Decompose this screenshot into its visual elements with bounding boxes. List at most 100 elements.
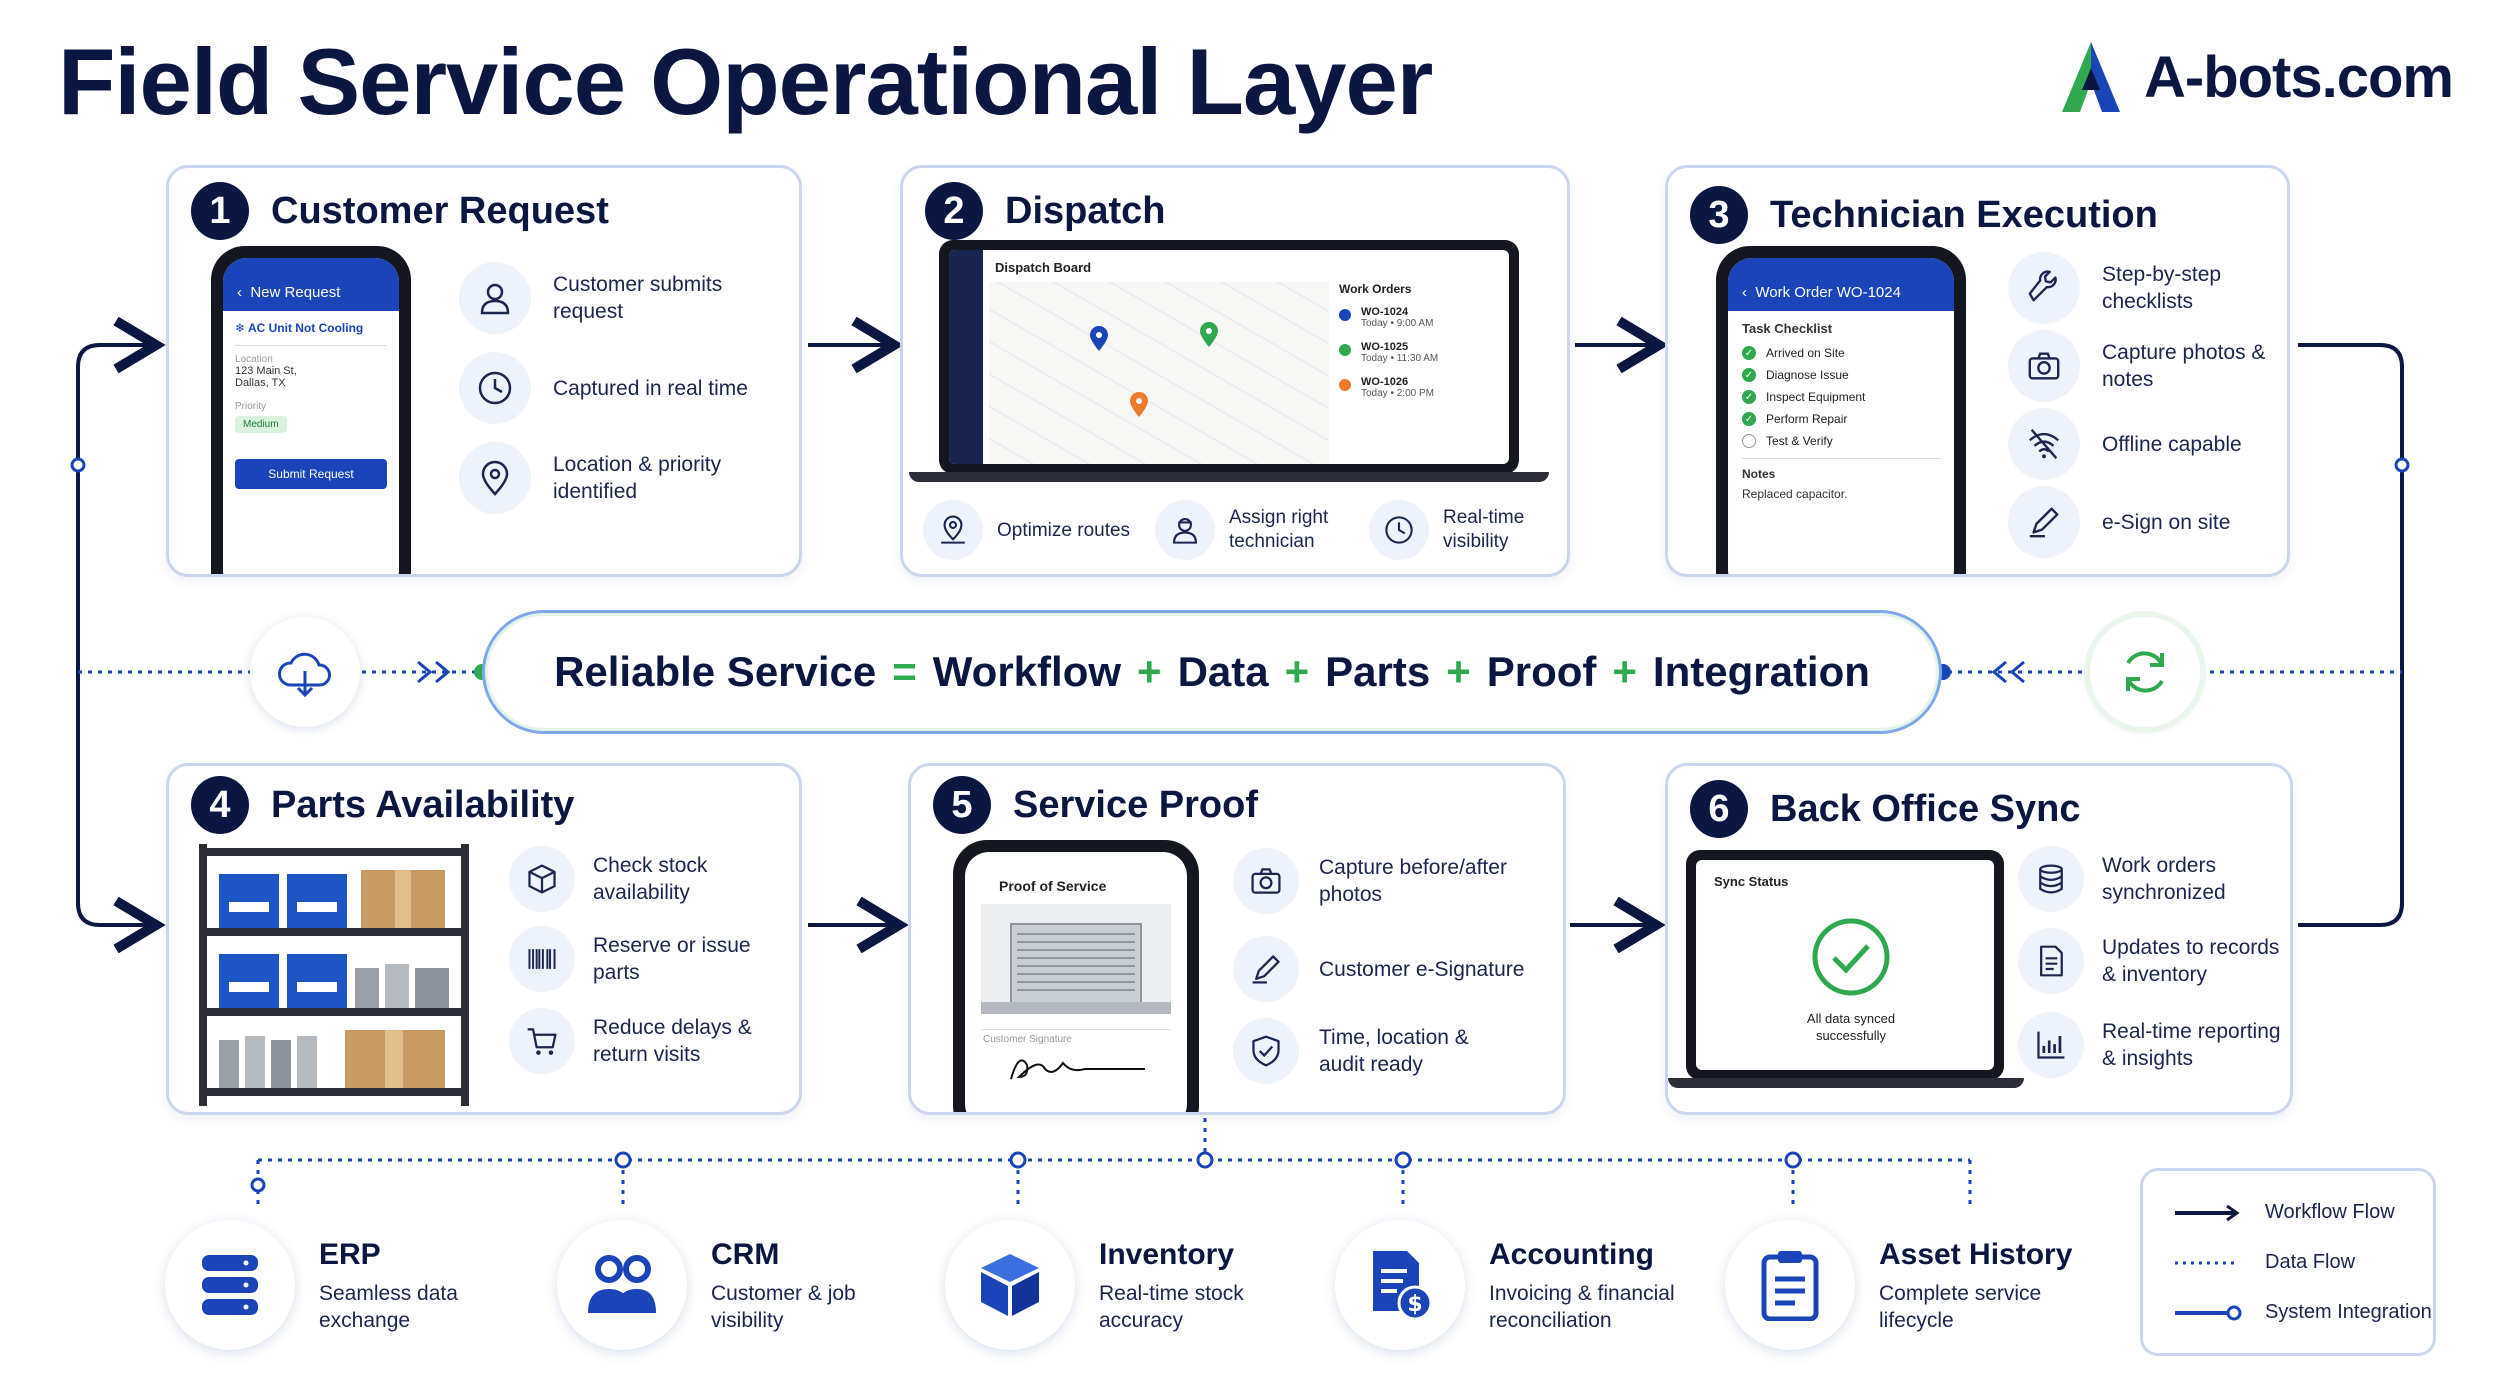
- phone-screen: Proof of Service Customer Signature: [965, 852, 1187, 1115]
- priority-badge: Medium: [235, 416, 287, 433]
- laptop-mockup: Dispatch Board Work Orders WO-1024Today …: [939, 240, 1519, 474]
- checklist-label: Diagnose Issue: [1766, 368, 1849, 382]
- parts-shelf-illustration: [195, 844, 473, 1106]
- clipboard-icon: [1725, 1220, 1855, 1350]
- feature-row: Reduce delays & return visits: [509, 1008, 773, 1074]
- feature-text: Optimize routes: [997, 517, 1137, 544]
- card-header: 3 Technician Execution: [1690, 186, 2158, 244]
- offline-wifi-icon: [2008, 408, 2080, 480]
- card-dispatch: 2 Dispatch Dispatch Board Work Orders WO…: [900, 165, 1570, 577]
- right-loop: [2298, 345, 2402, 925]
- phone-screen: ‹ Work Order WO-1024 Task Checklist ✓Arr…: [1728, 258, 1954, 577]
- feature-row: Work orders synchronized: [2018, 846, 2292, 912]
- system-desc: Complete service lifecycle: [1879, 1280, 2079, 1334]
- checklist-item[interactable]: ✓Arrived on Site: [1742, 346, 1940, 360]
- checklist-item[interactable]: Test & Verify: [1742, 434, 1940, 448]
- feature-row: Step-by-step checklists: [2008, 252, 2282, 324]
- phone-screen: ‹ New Request ❄ AC Unit Not Cooling Loca…: [223, 258, 399, 577]
- check-circle-icon: ✓: [1742, 390, 1756, 404]
- step-number: 1: [191, 182, 249, 240]
- submit-request-button[interactable]: Submit Request: [235, 459, 387, 489]
- banner-term: Reliable Service: [554, 648, 876, 696]
- wrench-icon: [2008, 252, 2080, 324]
- feature-row: Offline capable: [2008, 408, 2282, 480]
- laptop-base: [909, 472, 1549, 482]
- phone-header: ‹ Work Order WO-1024: [1728, 258, 1954, 311]
- banner-term: Data: [1178, 648, 1269, 696]
- feature-text: Capture before/after photos: [1319, 854, 1539, 908]
- box-icon: [509, 846, 575, 912]
- map-pin-icon: [1199, 322, 1219, 348]
- technician-icon: [1155, 500, 1215, 560]
- order-list: WO-1024Today • 9:00 AM WO-1025Today • 11:…: [1339, 306, 1509, 399]
- card-technician-execution: 3 Technician Execution ‹ Work Order WO-1…: [1665, 165, 2290, 577]
- laptop-mockup: Sync Status All data synced successfully: [1686, 850, 2004, 1080]
- line-circle-icon: [2173, 1303, 2243, 1323]
- legend-label: Workflow Flow: [2265, 1201, 2395, 1224]
- laptop-screen: Sync Status All data synced successfully: [1696, 860, 1994, 1070]
- legend-item-workflow: Workflow Flow: [2173, 1201, 2395, 1224]
- system-inventory: InventoryReal-time stock accuracy: [945, 1220, 1299, 1350]
- check-circle-icon: ✓: [1742, 368, 1756, 382]
- card-service-proof: 5 Service Proof Proof of Service Custome…: [908, 763, 1566, 1115]
- work-order-time: Today • 9:00 AM: [1361, 318, 1433, 329]
- feature-text: e-Sign on site: [2102, 509, 2282, 536]
- reliable-service-banner: Reliable Service=Workflow+Data+Parts+Pro…: [482, 610, 1942, 734]
- feature-text: Step-by-step checklists: [2102, 261, 2282, 315]
- card-title: Back Office Sync: [1770, 788, 2080, 831]
- cloud-sync-icon: [250, 617, 360, 727]
- feature-text: Capture photos & notes: [2102, 339, 2282, 393]
- system-desc: Seamless data exchange: [319, 1280, 519, 1334]
- database-icon: [2018, 846, 2084, 912]
- checklist-label: Arrived on Site: [1766, 346, 1845, 360]
- card-header: 5 Service Proof: [933, 776, 1258, 834]
- card-title: Parts Availability: [271, 784, 574, 827]
- work-order-id: WO-1026: [1361, 376, 1434, 388]
- card-header: 4 Parts Availability: [191, 776, 574, 834]
- system-desc: Invoicing & financial reconciliation: [1489, 1280, 1689, 1334]
- checklist-item[interactable]: ✓Perform Repair: [1742, 412, 1940, 426]
- plus-sign: +: [1285, 648, 1310, 696]
- ac-unit-photo: [981, 904, 1171, 1014]
- invoice-dollar-icon: $: [1335, 1220, 1465, 1350]
- card-back-office-sync: 6 Back Office Sync Sync Status All data …: [1665, 763, 2293, 1115]
- plus-sign: +: [1137, 648, 1162, 696]
- feature-row: Reserve or issue parts: [509, 926, 773, 992]
- banner-term: Integration: [1653, 648, 1870, 696]
- checklist-label: Inspect Equipment: [1766, 390, 1865, 404]
- system-title: CRM: [711, 1238, 911, 1272]
- document-icon: [2018, 928, 2084, 994]
- work-order-time: Today • 11:30 AM: [1361, 353, 1438, 364]
- location-pin-icon: [459, 442, 531, 514]
- checklist-item[interactable]: ✓ Inspect Equipment: [1742, 390, 1940, 404]
- card-title: Customer Request: [271, 190, 609, 233]
- issue-title: ❄ AC Unit Not Cooling: [235, 321, 387, 335]
- feature-text: Time, location & audit ready: [1319, 1024, 1519, 1078]
- left-loop: [78, 345, 152, 925]
- card-parts-availability: 4 Parts Availability Check stock availab…: [166, 763, 802, 1115]
- feature-text: Real-time reporting & insights: [2102, 1018, 2292, 1072]
- camera-icon: [2008, 330, 2080, 402]
- status-dot: [1339, 379, 1351, 391]
- location-label: Location: [235, 354, 387, 365]
- checklist-item[interactable]: ✓ Diagnose Issue: [1742, 368, 1940, 382]
- card-title: Dispatch: [1005, 190, 1165, 233]
- barcode-icon: [509, 926, 575, 992]
- feature-row: Capture photos & notes: [2008, 330, 2282, 402]
- priority-label: Priority: [235, 401, 387, 412]
- svg-text:$: $: [1407, 1292, 1422, 1317]
- feature-row: Optimize routes: [923, 500, 1137, 560]
- checklist-label: Test & Verify: [1766, 434, 1833, 448]
- empty-circle-icon: [1742, 434, 1756, 448]
- card-header: 6 Back Office Sync: [1690, 780, 2080, 838]
- plus-sign: +: [1446, 648, 1471, 696]
- clock-icon: [459, 352, 531, 424]
- dispatch-sidebar: [949, 250, 983, 464]
